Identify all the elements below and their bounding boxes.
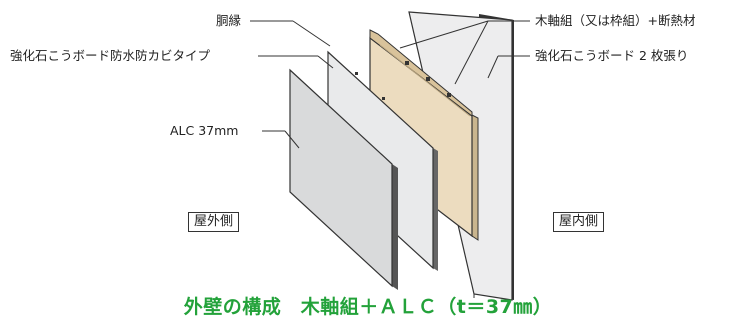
label-exterior-side: 屋外側	[188, 212, 240, 232]
label-alc: ALC 37mm	[170, 123, 239, 138]
alc-panel	[289, 68, 398, 290]
label-interior-side: 屋内側	[553, 212, 605, 232]
label-wood-frame: 木軸組（又は枠組）+断熱材	[535, 13, 696, 28]
leader-lines	[250, 20, 530, 149]
label-furring: 胴縁	[216, 13, 242, 28]
label-gypsum-double: 強化石こうボード 2 枚張り	[535, 48, 689, 63]
label-gypsum-waterproof: 強化石こうボード防水防カビタイプ	[10, 48, 211, 63]
diagram-caption: 外壁の構成 木軸組＋ＡＬＣ（t＝37㎜）	[183, 296, 553, 318]
